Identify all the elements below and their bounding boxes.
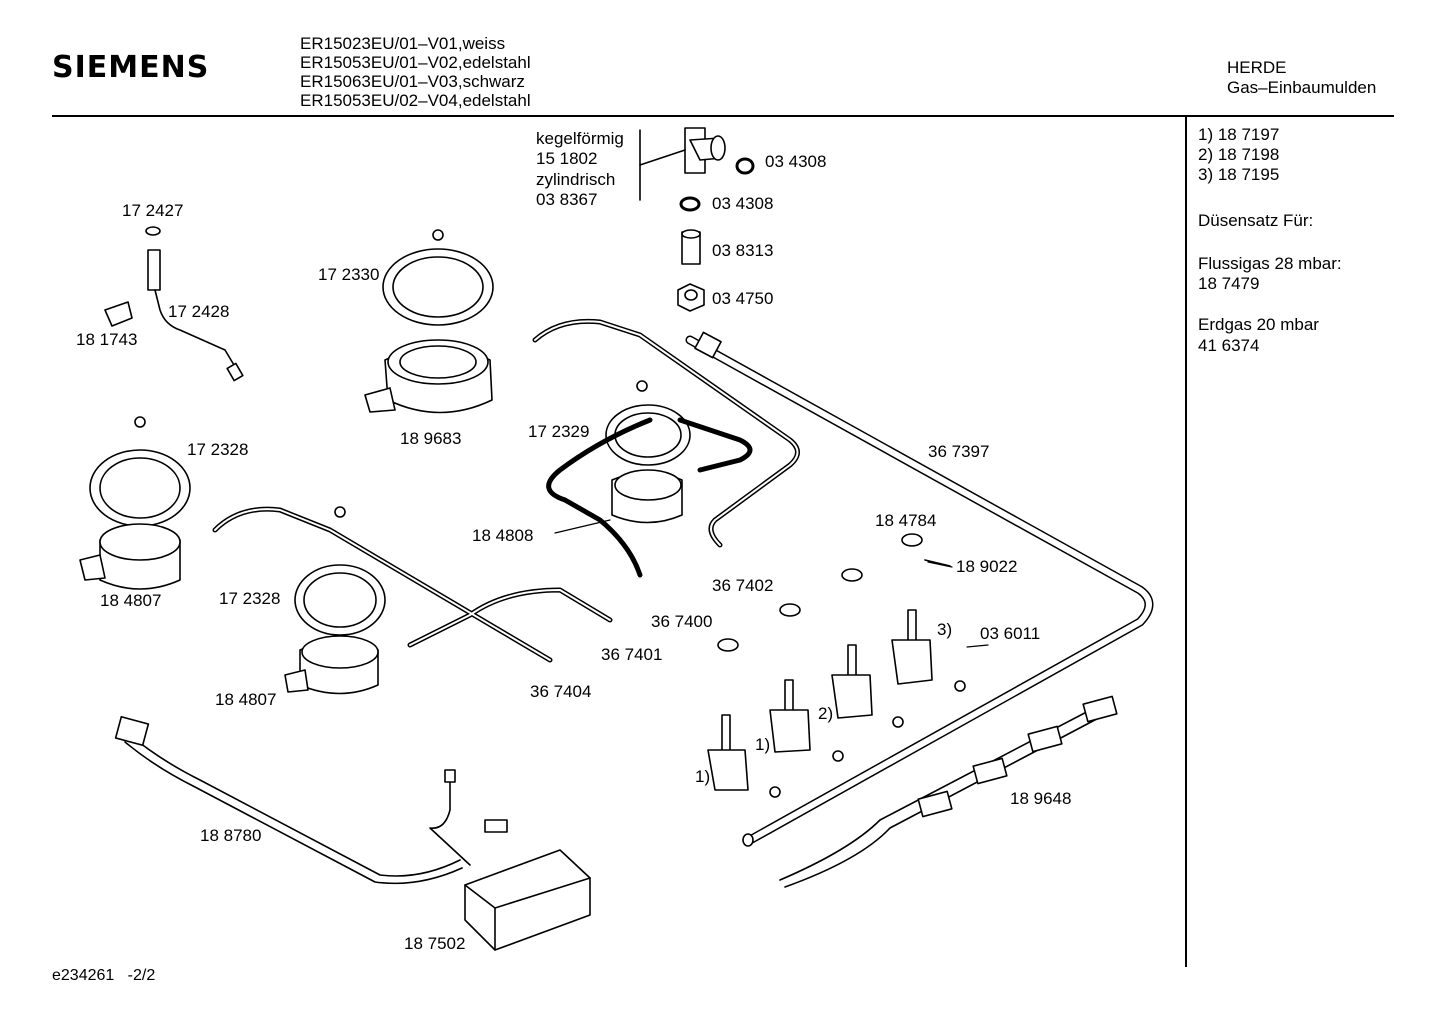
part-label: 36 7404: [530, 682, 592, 701]
part-label: 18 4808: [472, 526, 534, 545]
ignition-module-harness: [114, 715, 508, 885]
reference-item: 1) 18 7197: [1198, 125, 1280, 144]
part-label: 36 7401: [601, 645, 663, 664]
part-label: 03 6011: [980, 624, 1041, 643]
part-label: 03 4750: [712, 289, 774, 308]
document-id: e234261: [52, 967, 115, 984]
part-label: 36 7400: [651, 612, 713, 631]
elbow-connector: [639, 127, 726, 201]
part-label: zylindrisch: [536, 170, 616, 189]
part-label: 18 9022: [956, 557, 1018, 576]
reference-item: 3) 18 7195: [1198, 165, 1280, 184]
category-title: HERDE: [1227, 58, 1287, 77]
part-label: 18 4784: [875, 511, 937, 530]
gas-valves: [707, 609, 966, 798]
reference-marker: 3): [937, 620, 953, 639]
sidebar-divider: [1185, 117, 1187, 967]
part-label: 17 2330: [318, 265, 380, 284]
reference-marker: 1): [755, 735, 771, 754]
model-line: ER15063EU/01–V03,schwarz: [300, 72, 525, 91]
natural-gas-label: Erdgas 20 mbar: [1198, 315, 1319, 334]
leader-lines: [554, 519, 989, 648]
part-label: 17 2428: [168, 302, 230, 321]
model-line: ER15053EU/02–V04,edelstahl: [300, 91, 531, 110]
part-label: 36 7402: [712, 576, 774, 595]
footer: e234261 -2/2: [52, 967, 155, 985]
burner-pipes-inner: [214, 320, 799, 661]
part-label: 03 8367: [536, 190, 598, 209]
part-label: 17 2427: [122, 201, 184, 220]
part-label: 18 4807: [100, 591, 162, 610]
reference-list: 1) 18 7197 2) 18 7198 3) 18 7195: [1198, 125, 1279, 185]
brand-logo: SIEMENS: [52, 50, 210, 85]
reference-marker: 1): [695, 767, 711, 786]
burner-pipes: [212, 318, 800, 663]
model-line: ER15053EU/01–V02,edelstahl: [300, 53, 531, 72]
part-label: 18 8780: [200, 826, 262, 845]
part-label: 17 2328: [219, 589, 281, 608]
lpg-part-number: 18 7479: [1198, 274, 1260, 293]
category-subtitle: Gas–Einbaumulden: [1227, 78, 1377, 97]
part-label: 15 1802: [536, 149, 598, 168]
part-label: kegelförmig: [536, 129, 624, 148]
part-label: 03 4308: [765, 152, 827, 171]
ignition-harness: [779, 695, 1118, 888]
main-gas-pipe: [685, 331, 1154, 847]
lpg-label: Flussigas 28 mbar:: [1198, 254, 1342, 273]
nozzle-caps: [717, 533, 951, 652]
ignition-module: [464, 849, 591, 951]
part-label: 18 9648: [1010, 789, 1072, 808]
page-number: -2/2: [127, 967, 156, 984]
spark-plug: [145, 226, 244, 382]
part-label: 18 4807: [215, 690, 277, 709]
nozzle-set-title: Düsensatz Für:: [1198, 211, 1314, 230]
header-divider: [52, 115, 1394, 117]
part-label: 03 4308: [712, 194, 774, 213]
model-list: ER15023EU/01–V01,weiss ER15053EU/01–V02,…: [300, 34, 531, 110]
model-line: ER15023EU/01–V01,weiss: [300, 34, 506, 53]
part-label: 17 2328: [187, 440, 249, 459]
burner-bottom: [284, 506, 386, 695]
category: HERDE Gas–Einbaumulden: [1227, 58, 1376, 98]
part-label: 17 2329: [528, 422, 590, 441]
nipple: [681, 229, 701, 265]
seal-ring: [679, 157, 755, 212]
part-label: 18 7502: [404, 934, 466, 953]
natural-gas-part-number: 41 6374: [1198, 336, 1260, 355]
burner-left: [79, 416, 191, 590]
part-label: 36 7397: [928, 442, 990, 461]
part-label: 18 1743: [76, 330, 138, 349]
part-label: 03 8313: [712, 241, 774, 260]
burner-large: [364, 229, 494, 414]
nut: [677, 283, 705, 312]
burner-center: [605, 380, 691, 524]
clip: [104, 301, 133, 327]
part-label: 18 9683: [400, 429, 462, 448]
reference-marker: 2): [818, 704, 834, 723]
reference-item: 2) 18 7198: [1198, 145, 1280, 164]
